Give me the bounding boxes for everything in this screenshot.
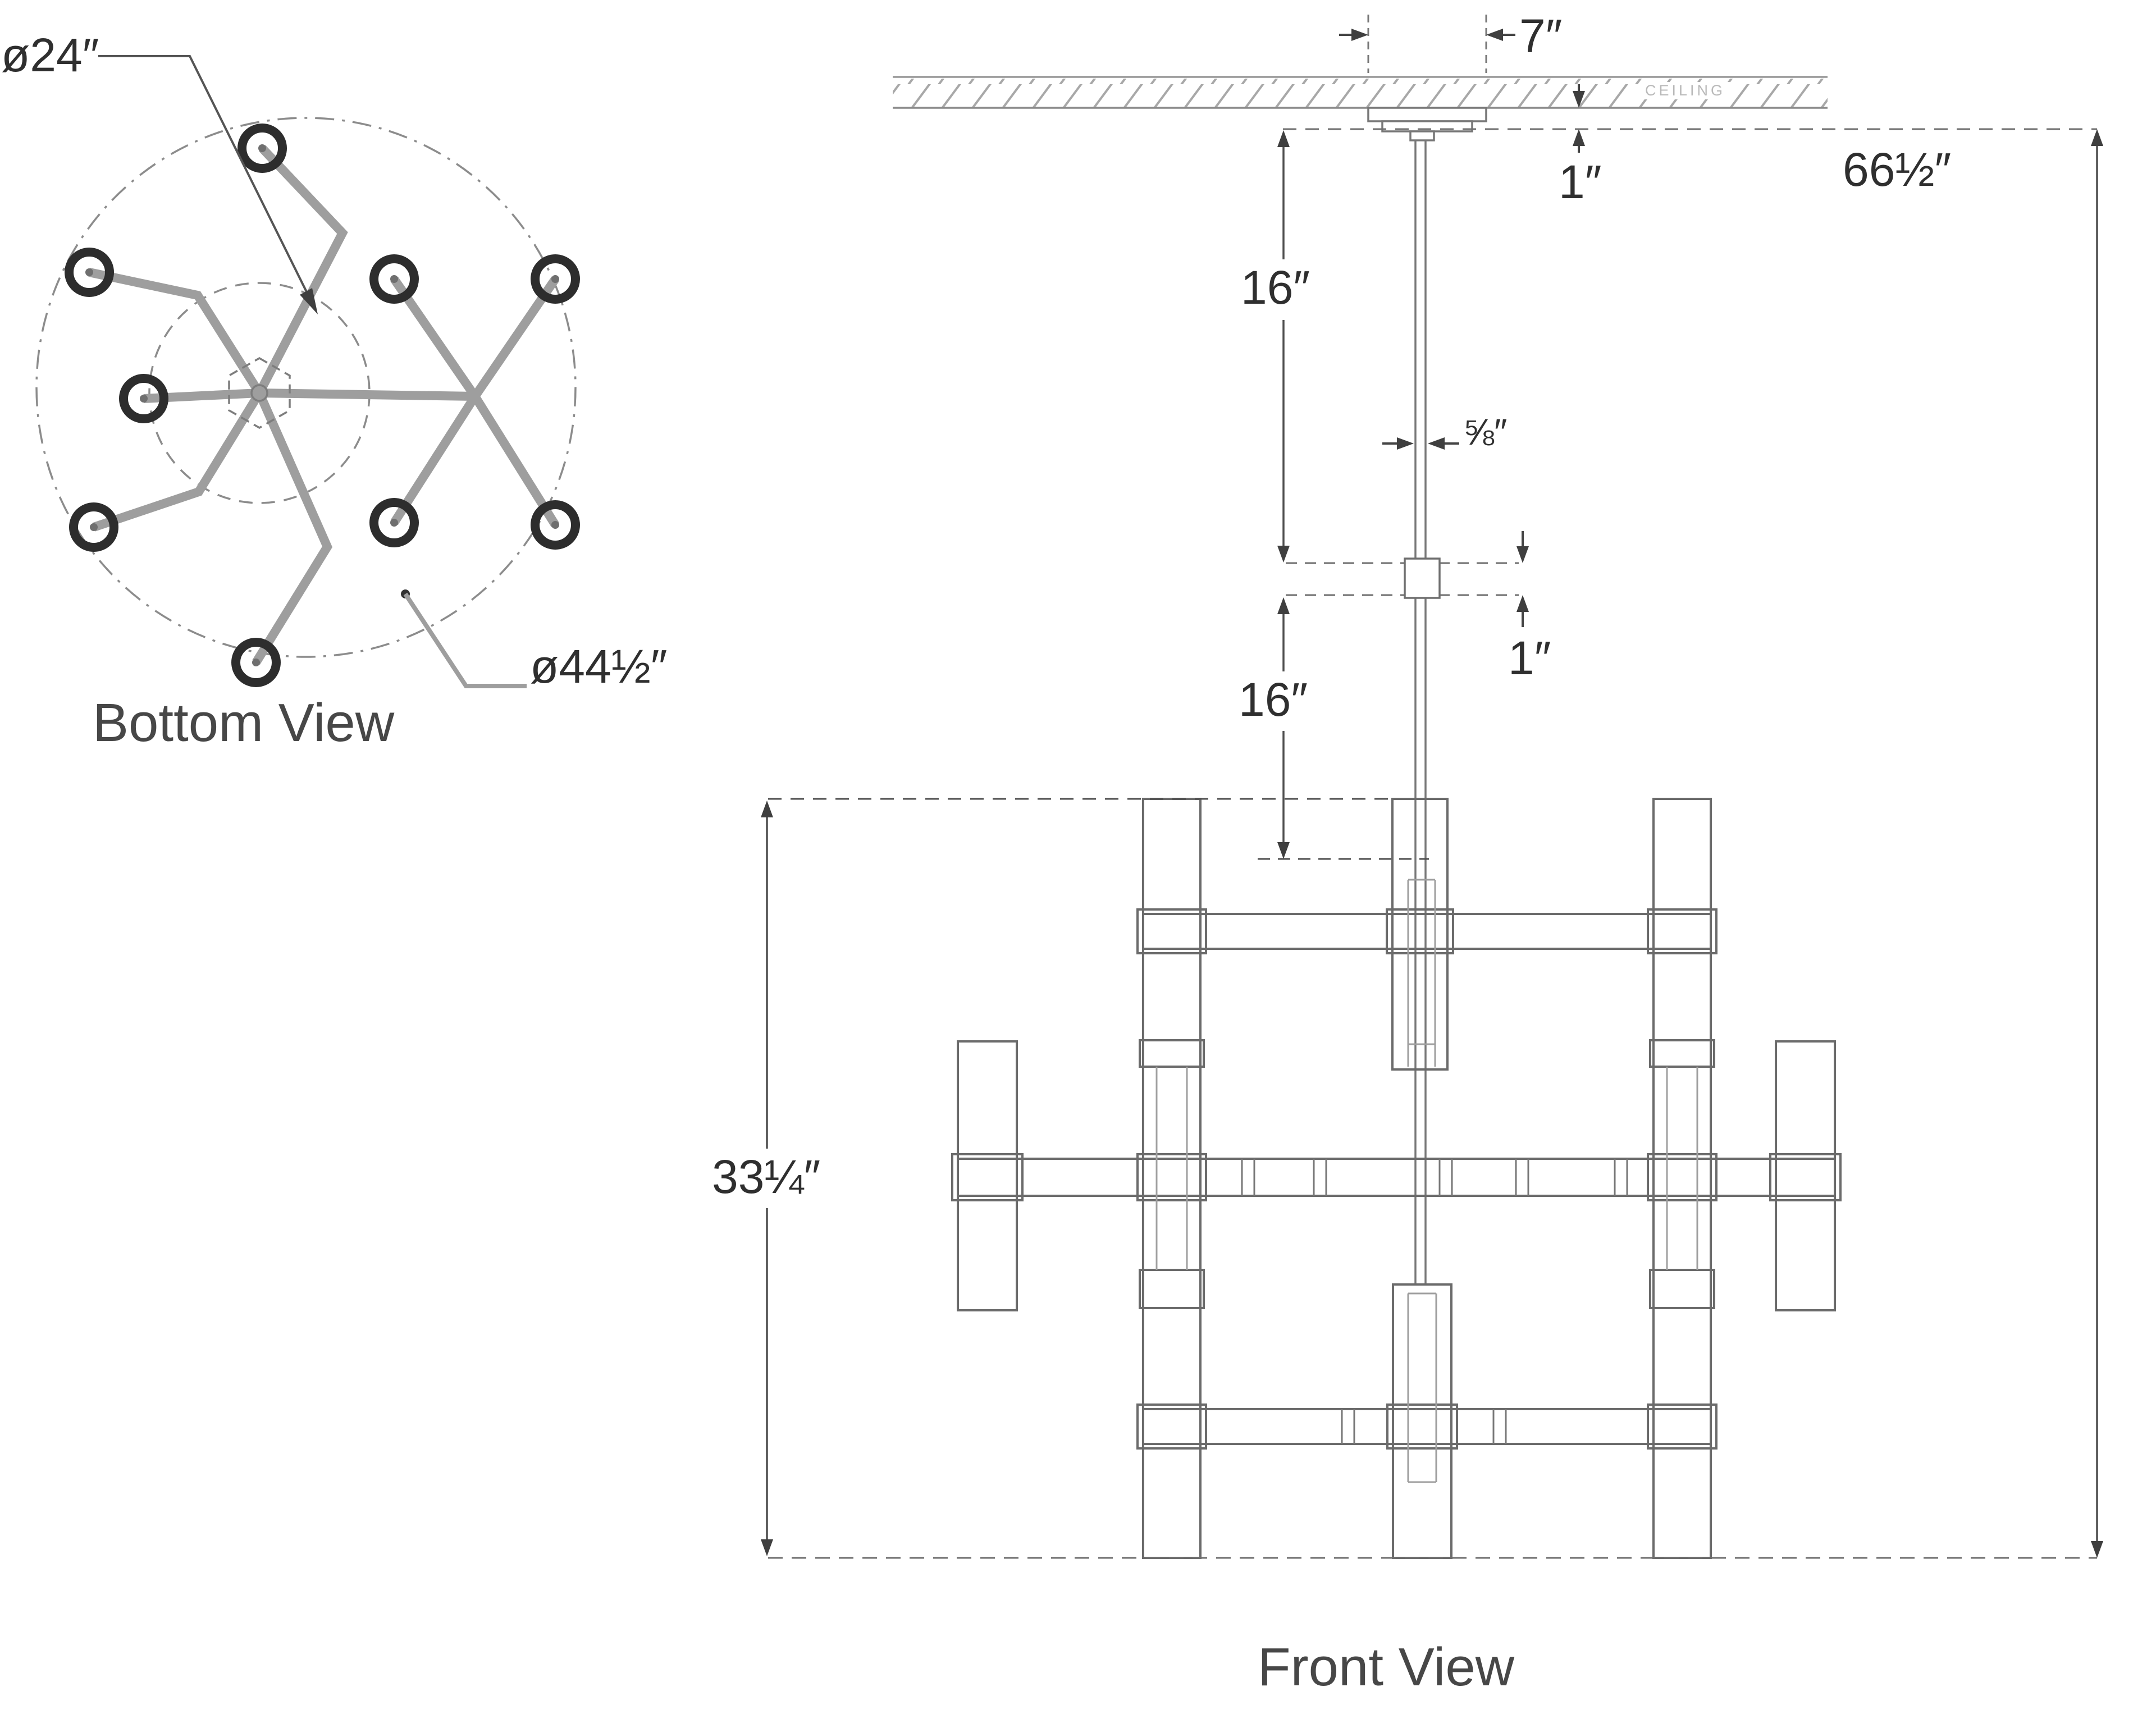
bulb [65, 248, 114, 297]
center-upper-candle [1391, 798, 1449, 1071]
dim-upper-wire-label: 16″ [1235, 262, 1316, 313]
dim-upper-wire [1277, 130, 1290, 563]
chandelier-frame [951, 798, 1842, 1559]
hub-center-circle [250, 384, 268, 402]
outer-diameter-circle [35, 117, 577, 658]
right-outer-candle [1775, 1040, 1836, 1311]
arm-ticks [1241, 1159, 1628, 1444]
canopy [1367, 107, 1487, 141]
wire-joint [1286, 557, 1519, 599]
outer-diameter-leader [401, 589, 527, 688]
dim-canopy-width [1339, 15, 1515, 73]
bulbs [65, 124, 580, 687]
bulb [531, 500, 580, 550]
front-view-title: Front View [1258, 1637, 1515, 1697]
bulb [237, 124, 287, 173]
inner-diameter-label: ø24″ [1, 29, 99, 81]
bulb [231, 638, 281, 687]
bottom-view-drawing [35, 55, 580, 688]
dim-lower-wire [1258, 597, 1429, 860]
dim-body-height [761, 798, 1394, 1556]
bulb-sleeves [1155, 879, 1698, 1483]
main-arm [957, 1158, 1836, 1197]
stem [1414, 140, 1427, 1286]
dim-canopy-width-label: 7″ [1519, 10, 1563, 62]
dim-overall-height-label: 66½″ [1843, 143, 1952, 196]
outer-diameter-label: ø44½″ [530, 640, 668, 693]
bottom-view-title: Bottom View [93, 693, 395, 753]
bulb [531, 254, 580, 304]
dim-stem-diameter-label: ⅝″ [1463, 411, 1508, 452]
bulb [369, 254, 419, 304]
dim-canopy-height [1573, 84, 1585, 153]
dim-stem-diameter [1382, 437, 1459, 450]
hub-hexagon [228, 356, 291, 429]
dim-overall-height [2091, 129, 2103, 1558]
center-hub [228, 356, 291, 429]
ceiling-label: CEILING [1639, 82, 1732, 99]
bulb [69, 502, 118, 552]
bulb [119, 374, 168, 423]
front-view-drawing [761, 15, 2103, 1559]
dim-canopy-height-label: 1″ [1559, 156, 1602, 208]
dim-lower-wire-label: 16″ [1233, 674, 1314, 725]
bottom-arm [1142, 1408, 1712, 1445]
center-lower-candle [1392, 1283, 1452, 1559]
top-arm [1142, 913, 1712, 950]
left-outer-candle [957, 1040, 1018, 1311]
inner-diameter-leader [98, 55, 318, 314]
right-inner-candle [1652, 798, 1712, 1559]
dim-body-height-label: 33¼″ [706, 1151, 826, 1203]
dim-joint-height [1516, 531, 1529, 627]
dim-joint-height-label: 1″ [1508, 632, 1551, 684]
bulb [369, 498, 419, 547]
